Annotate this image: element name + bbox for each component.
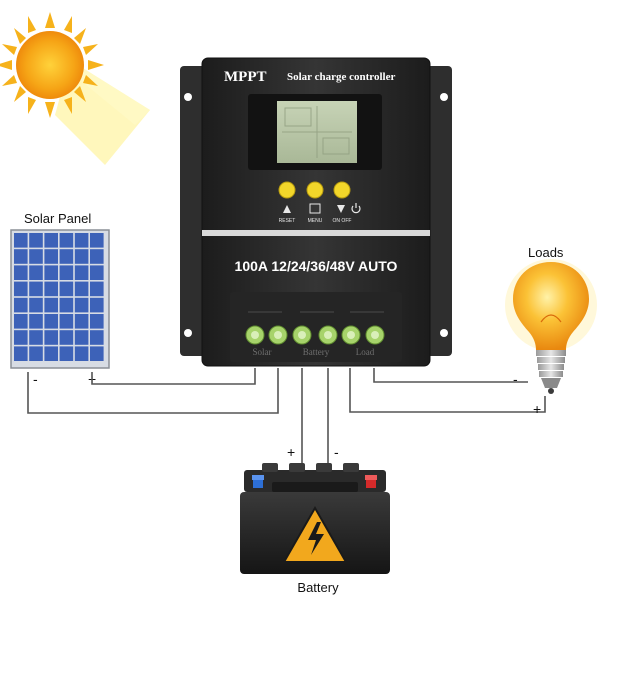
solar-cell [59,297,74,313]
solar-cell [74,314,89,329]
reset-button[interactable] [278,181,296,199]
terminal-screw-head [371,331,379,339]
load-minus-label: - [513,371,518,387]
solar-cell [44,249,58,264]
power-icon [351,203,361,214]
solar-cell [74,281,89,297]
solar-cell [44,314,58,329]
menu-button[interactable] [306,181,324,199]
solar-cell [90,233,104,248]
solar-cell [29,233,43,248]
solar-cell [74,330,89,345]
solar-cell [74,249,89,264]
solar-cell [90,249,104,264]
solar-minus-label: - [33,371,38,387]
solar-cell [90,314,104,329]
reset-label: RESET [279,218,296,224]
mount-hole [184,93,192,101]
solar-cell [29,249,43,264]
terminals [245,325,385,345]
solar-cell [44,297,58,313]
terminal-screw-head [298,331,306,339]
solar-cell [29,314,43,329]
solar-cell [44,233,58,248]
wiring [27,368,546,463]
divider-band [202,230,430,236]
wire-load-negative [373,368,528,383]
wire-load-positive [349,368,546,413]
solar-cell [14,330,28,345]
terminal-screw-head [251,331,259,339]
terminal-label-battery: Battery [303,347,330,357]
solar-cell [59,281,74,297]
solar-cell [59,346,74,361]
solar-cell [14,265,28,280]
mount-hole [440,329,448,337]
terminal-label-solar: Solar [253,347,272,357]
solar-cell [29,281,43,297]
solar-panel-cells [14,233,104,361]
terminal-screw-head [324,331,332,339]
solar-cell [59,233,74,248]
solar-cell [90,346,104,361]
sun-icon [0,12,150,165]
loads-label: Loads [528,245,564,260]
mount-hole [440,93,448,101]
solar-cell [74,265,89,280]
solar-panel-label: Solar Panel [24,211,91,226]
wire-solar-negative [27,368,279,414]
down-arrow-icon [337,205,345,213]
menu-icon [309,203,321,214]
solar-cell [29,265,43,280]
warning-icon [282,505,348,563]
light-bulb-icon [505,259,597,394]
load-plus-label: + [533,401,541,417]
solar-cell [44,265,58,280]
solar-cell [90,330,104,345]
controller-title: Solar charge controller [287,71,395,83]
solar-cell [90,281,104,297]
terminal-block [230,292,402,362]
mount-hole [184,329,192,337]
charge-controller: MPPT Solar charge controller RESET MENU … [180,57,452,367]
menu-label: MENU [308,218,323,224]
solar-cell [14,346,28,361]
solar-cell [29,346,43,361]
solar-cell [14,297,28,313]
terminal-label-load: Load [356,347,375,357]
solar-cell [59,330,74,345]
solar-cell [29,297,43,313]
solar-cell [29,330,43,345]
solar-cell [14,233,28,248]
battery-icon [240,463,390,574]
wire-solar-positive [91,368,256,385]
solar-cell [90,297,104,313]
solar-cell [90,265,104,280]
solar-cell [44,346,58,361]
up-arrow-icon [283,205,291,213]
solar-cell [14,314,28,329]
battery-label: Battery [297,580,339,595]
solar-cell [44,281,58,297]
solar-cell [74,297,89,313]
controller-brand: MPPT [224,69,267,85]
battery-plus-label: + [287,444,295,460]
on-off-label: ON OFF [333,218,352,224]
on-off-button[interactable] [333,181,351,199]
solar-cell [74,346,89,361]
battery-minus-label: - [334,444,339,460]
solar-cell [59,249,74,264]
solar-cell [44,330,58,345]
controller-spec: 100A 12/24/36/48V AUTO [235,258,398,274]
solar-cell [14,281,28,297]
solar-cell [59,265,74,280]
solar-panel [10,229,110,369]
terminal-screw-head [274,331,282,339]
terminal-screw-head [347,331,355,339]
solar-cell [59,314,74,329]
solar-cell [14,249,28,264]
solar-cell [74,233,89,248]
